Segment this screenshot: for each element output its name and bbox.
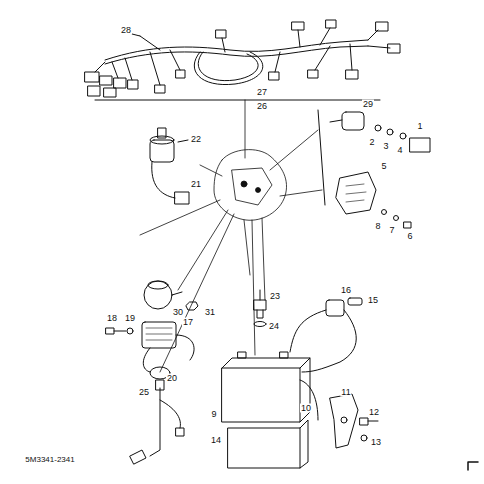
callout-number: 6 <box>406 232 413 241</box>
rectifier <box>336 172 411 228</box>
callout-number: 17 <box>182 318 194 327</box>
callout-number: 10 <box>300 404 312 413</box>
battery-bracket <box>300 380 378 448</box>
callout-number: 25 <box>138 388 150 397</box>
callout-number: 5 <box>380 162 387 171</box>
callout-number: 7 <box>388 226 395 235</box>
callout-number: 26 <box>256 102 268 111</box>
callout-number: 9 <box>210 410 217 419</box>
callout-number: 1 <box>416 122 423 131</box>
callout-number: 24 <box>268 322 280 331</box>
callout-number: 13 <box>370 438 382 447</box>
callout-number: 22 <box>190 135 202 144</box>
callout-number: 12 <box>368 408 380 417</box>
sensor-lead <box>130 380 184 464</box>
callout-number: 21 <box>190 180 202 189</box>
callout-number: 30 <box>172 308 184 317</box>
horn <box>144 281 198 310</box>
frame-outline <box>214 150 287 221</box>
relay <box>330 112 430 152</box>
ignition-switch <box>150 128 189 204</box>
wire-harness <box>85 20 400 97</box>
group-bracket <box>95 100 380 101</box>
callout-number: 27 <box>256 88 268 97</box>
callout-number: 14 <box>210 436 222 445</box>
neutral-switch <box>254 290 266 327</box>
callout-number: 20 <box>166 374 178 383</box>
battery <box>222 352 310 468</box>
callout-number: 23 <box>269 292 281 301</box>
callout-number: 18 <box>106 314 118 323</box>
leader-line <box>140 100 322 372</box>
callout-number: 19 <box>124 314 136 323</box>
callout-number: 15 <box>367 296 379 305</box>
callout-number: 31 <box>204 308 216 317</box>
callout-number: 8 <box>374 222 381 231</box>
fuse-holder <box>290 298 362 372</box>
callout-number: 11 <box>340 388 351 397</box>
callout-number: 16 <box>340 286 352 295</box>
callout-number: 28 <box>120 26 132 35</box>
callout-number: 2 <box>368 138 375 147</box>
regulator <box>106 322 194 379</box>
frame-corner <box>468 462 478 470</box>
callout-number: 3 <box>382 142 389 151</box>
callout-number: 29 <box>362 100 374 109</box>
drawing-code: 5M3341-2341 <box>24 456 75 464</box>
callout-number: 4 <box>396 146 403 155</box>
